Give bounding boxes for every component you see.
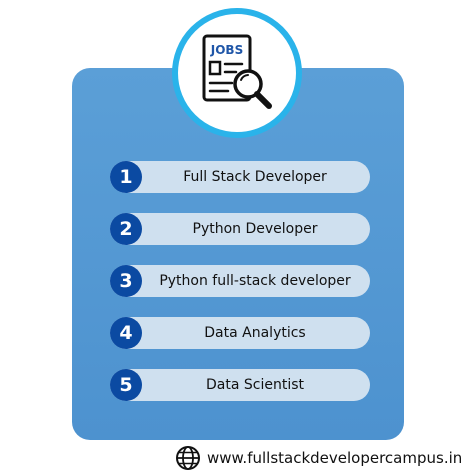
jobs-badge: JOBS xyxy=(172,8,302,138)
item-label: Data Scientist xyxy=(206,377,304,393)
list-item: 5 Data Scientist xyxy=(110,369,370,401)
globe-icon xyxy=(176,446,200,470)
list-item: 1 Full Stack Developer xyxy=(110,161,370,193)
item-number: 3 xyxy=(110,265,142,297)
list-item: 4 Data Analytics xyxy=(110,317,370,349)
item-number: 5 xyxy=(110,369,142,401)
item-label: Python Developer xyxy=(192,221,318,237)
item-label: Data Analytics xyxy=(204,325,306,341)
footer: www.fullstackdevelopercampus.in xyxy=(175,445,462,471)
list-item: 3 Python full-stack developer xyxy=(110,265,370,297)
item-label: Python full-stack developer xyxy=(159,273,351,289)
website-link[interactable]: www.fullstackdevelopercampus.in xyxy=(207,449,463,467)
jobs-document-magnifier-icon: JOBS xyxy=(202,34,272,109)
item-number: 1 xyxy=(110,161,142,193)
item-label: Full Stack Developer xyxy=(183,169,327,185)
list-item: 2 Python Developer xyxy=(110,213,370,245)
jobs-label: JOBS xyxy=(210,43,243,57)
item-number: 2 xyxy=(110,213,142,245)
item-number: 4 xyxy=(110,317,142,349)
